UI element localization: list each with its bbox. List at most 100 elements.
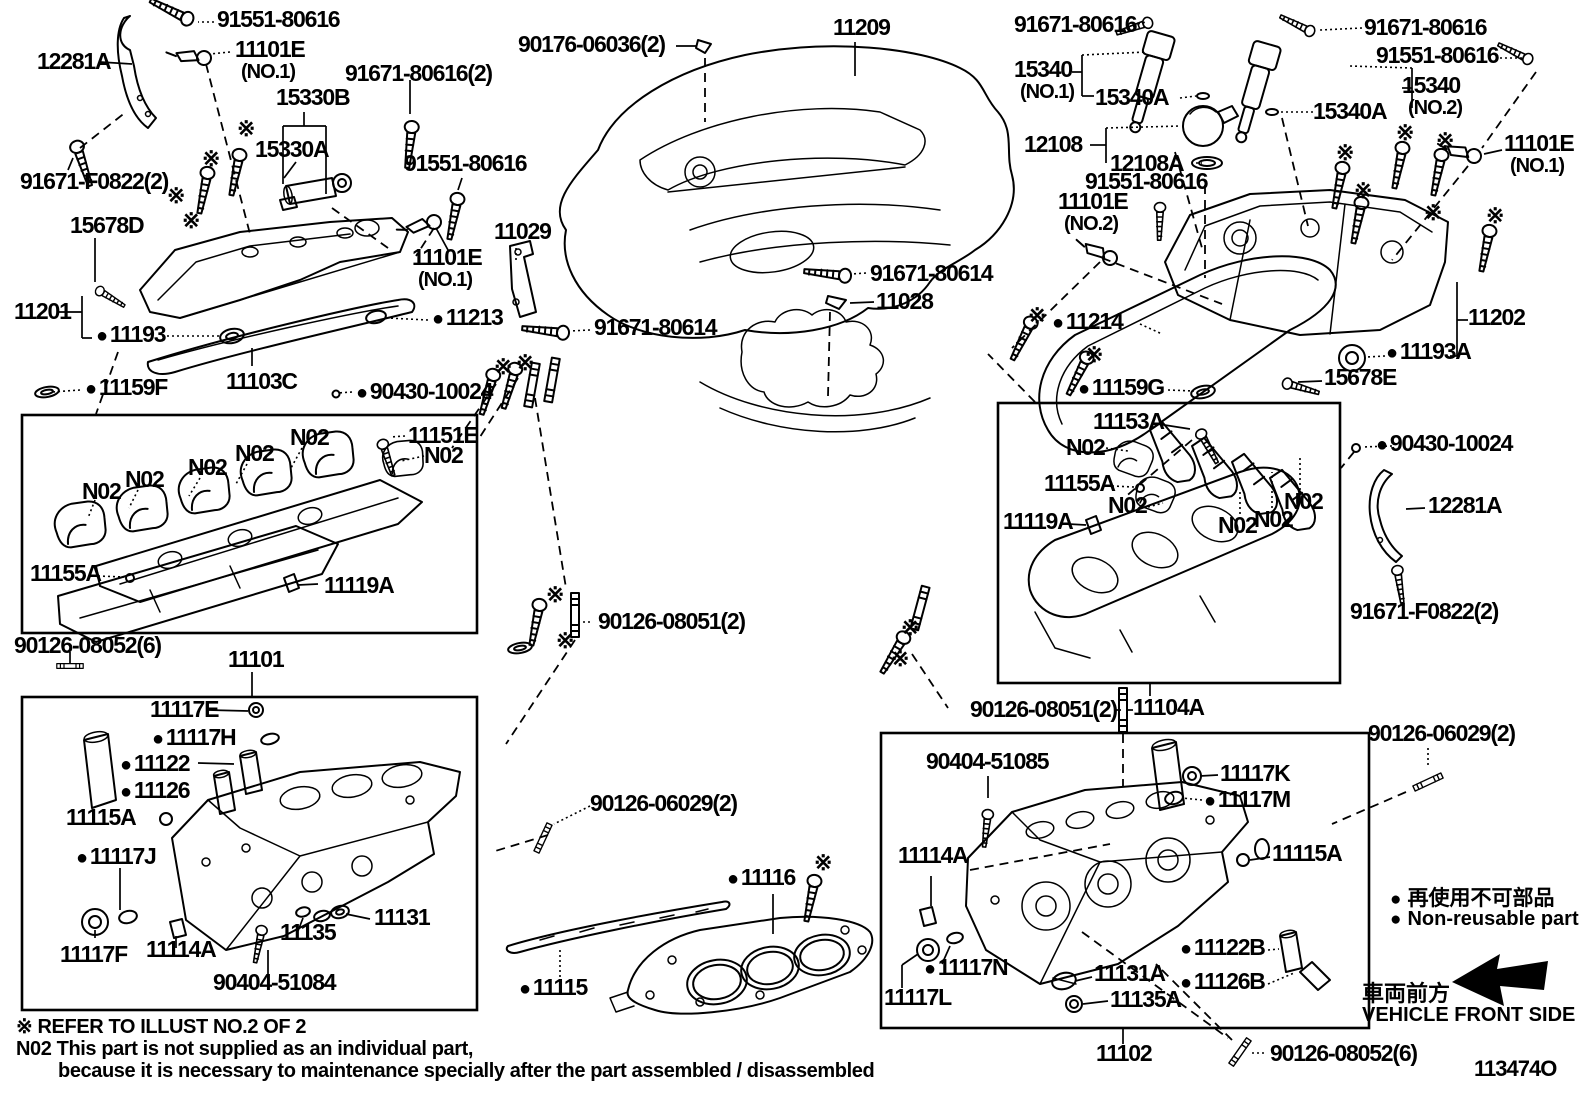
part-label-11155a: 11155A (30, 562, 102, 585)
part-label-11119a: 11119A (324, 572, 395, 598)
part-label-11202: 11202 (1468, 306, 1526, 329)
part-label-91551-80616: 91551-80616 (1085, 168, 1209, 194)
part-label-n02: N02 (1284, 490, 1324, 513)
ref-mark-icon: ※ (814, 850, 833, 875)
part-label-12108a: 12108A (1110, 152, 1185, 175)
part-number: 11117E (150, 696, 220, 722)
part-label-11117f: 11117F (60, 943, 128, 966)
part-label-90126-08052-6-: 90126-08052(6) (1270, 1040, 1418, 1066)
part-number: 91551-80616 (1085, 168, 1209, 194)
ref-mark-icon: ※ (556, 628, 575, 653)
ref-mark-icon: ※ (1336, 140, 1355, 165)
part-number: 11115A (66, 804, 137, 830)
part-number: 11201 (14, 298, 72, 324)
part-number: 90176-06036(2) (518, 31, 666, 57)
part-label-91671-80616-2-: 91671-80616(2) (345, 62, 493, 85)
part-label-11101e: 11101E(NO.2) (1058, 190, 1129, 235)
part-number: 15678D (70, 212, 145, 238)
ref-mark-icon: ※ (1085, 342, 1104, 367)
part-label-11131: 11131 (374, 904, 431, 930)
part-label-15678e: 15678E (1324, 366, 1397, 389)
part-number: 91551-80616 (1376, 42, 1500, 68)
part-number: 91671-80616 (1364, 14, 1488, 40)
vehicle-front-arrow (1452, 954, 1548, 1006)
part-number: N02 (424, 442, 464, 468)
part-number-suffix: (NO.1) (1510, 155, 1565, 177)
part-label-15340a: 15340A (1313, 100, 1388, 123)
part-number: 11117K (1220, 760, 1291, 786)
part-label-11155a: 11155A (1044, 472, 1116, 495)
left-valve-cover-drawing (139, 217, 416, 375)
part-number-suffix: (NO.1) (418, 269, 473, 291)
non-reusable-dot-icon: ● (1390, 889, 1402, 910)
part-label-11101e: 11101E(NO.1) (235, 38, 306, 83)
legend-non-reusable-en: ●Non-reusable part (1390, 908, 1579, 931)
non-reusable-dot-icon: ● (924, 958, 936, 980)
part-number: 90126-08052(6) (1270, 1040, 1418, 1066)
part-number: 91671-80614 (594, 314, 718, 340)
ref-mark-icon: ※ (516, 350, 535, 375)
part-label-11103c: 11103C (226, 370, 298, 393)
part-number: 90126-06029(2) (590, 790, 738, 816)
part-label-n02: N02 (1108, 494, 1148, 517)
part-label-11117l: 11117L (884, 986, 952, 1009)
part-number: 11131 (374, 904, 431, 930)
part-number-suffix: (NO.1) (241, 61, 296, 83)
part-label-11153a: 11153A (1093, 410, 1165, 433)
part-label-91551-80616: 91551-80616 (1376, 42, 1500, 68)
part-number: N02 (1254, 506, 1294, 532)
part-number: N02 (125, 466, 165, 492)
part-number: 11101E (1504, 130, 1575, 156)
part-label-15678d: 15678D (70, 212, 145, 238)
part-number: 90404-51085 (926, 748, 1050, 774)
part-number: 11115 (532, 974, 588, 1000)
ref-mark-icon: ※ (1436, 128, 1455, 153)
note-n02-line2: because it is necessary to maintenance s… (58, 1060, 875, 1082)
part-label-11115a: 11115A (1272, 840, 1343, 866)
part-label-15330b: 15330B (276, 86, 351, 109)
part-number: N02 (235, 440, 275, 466)
part-label-11213: ●11213 (432, 306, 504, 330)
part-label-n02: N02 (82, 480, 122, 503)
part-label-91551-80616: 91551-80616 (217, 8, 341, 31)
part-number: 11135 (280, 919, 337, 945)
part-label-12281a: 12281A (1428, 494, 1503, 517)
part-number: 11116 (740, 864, 796, 890)
part-number: 11104A (1133, 694, 1205, 720)
non-reusable-dot-icon: ● (727, 868, 739, 890)
part-number: 11102 (1096, 1040, 1153, 1066)
part-label-11117k: 11117K (1220, 760, 1291, 786)
part-label-15340: 15340(NO.2) (1402, 74, 1463, 119)
part-label-11115a: 11115A (66, 804, 137, 830)
non-reusable-dot-icon: ● (120, 754, 132, 776)
part-label-91671-f0822-2-: 91671-F0822(2) (1350, 600, 1499, 623)
part-number: 11029 (494, 218, 552, 244)
part-label-11115: ●11115 (519, 974, 588, 1000)
part-number: 11119A (324, 572, 395, 598)
non-reusable-dot-icon: ● (356, 382, 368, 404)
part-number: 90430-10024 (369, 378, 494, 404)
ref-mark-icon: ※ (1396, 120, 1415, 145)
part-label-11117j: ●11117J (76, 845, 157, 869)
part-number: 15330A (255, 136, 330, 162)
part-number: 11126B (1193, 968, 1266, 994)
part-label-90126-08052-6-: 90126-08052(6) (14, 632, 162, 658)
ref-mark-icon: ※ (237, 116, 256, 141)
part-number: 12108 (1024, 131, 1083, 157)
ref-mark-icon: ※ (901, 615, 920, 640)
part-number: 90126-08052(6) (14, 632, 162, 658)
dotted-leader-lines (51, 21, 1524, 1054)
part-label-n02: N02 (1254, 506, 1294, 532)
part-number: 11115A (1272, 840, 1343, 866)
part-label-11193: ●11193 (96, 323, 167, 347)
ref-mark-icon: ※ (1028, 303, 1047, 328)
part-number: 11126 (133, 777, 191, 803)
ref-mark-icon: ※ (891, 646, 910, 671)
part-label-15340: 15340(NO.1) (1014, 58, 1075, 103)
part-label-n02: N02 (290, 426, 330, 449)
part-number-suffix: (NO.1) (1020, 81, 1075, 103)
non-reusable-dot-icon: ● (1180, 938, 1192, 960)
legend-en-text: Non-reusable part (1407, 908, 1579, 930)
part-number-suffix: (NO.2) (1064, 213, 1119, 235)
